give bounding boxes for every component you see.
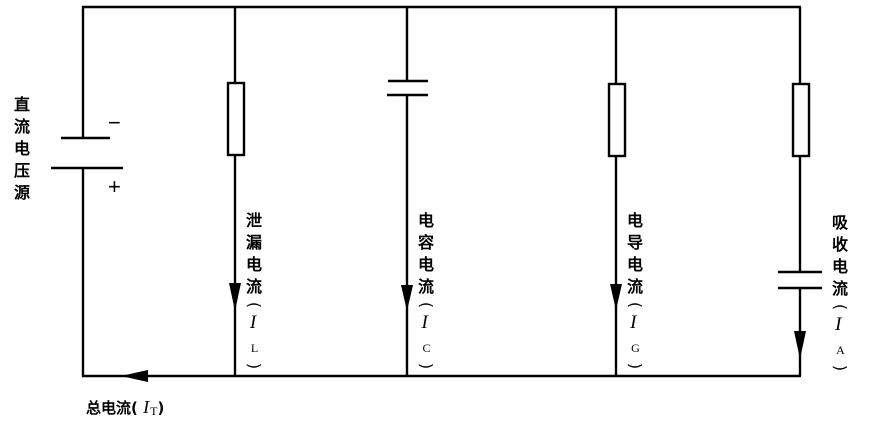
- symbol-letter: I: [421, 312, 428, 333]
- paren-open: (: [131, 399, 138, 417]
- label-char: 电: [832, 257, 849, 276]
- arrow-down-icon: [794, 331, 806, 359]
- paren-close: ): [245, 362, 264, 370]
- symbol-letter: I: [249, 312, 257, 333]
- resistor-absorption: [791, 82, 811, 158]
- paren-open: (: [831, 303, 850, 311]
- paren-close: ): [626, 362, 645, 370]
- arrow-down-icon: [229, 283, 241, 311]
- arrow-down-icon: [610, 284, 622, 310]
- paren-open: (: [245, 301, 264, 309]
- arrow-left-icon: [121, 370, 148, 382]
- label-char: 流: [627, 277, 644, 296]
- label-char: 电: [418, 255, 435, 274]
- label-char: 流: [246, 277, 263, 296]
- label-char: 电: [627, 211, 644, 230]
- label-char: 电: [418, 211, 435, 230]
- label-char: 吸: [832, 213, 849, 232]
- source-label-char: 压: [14, 161, 31, 180]
- label-char: 流: [418, 277, 435, 296]
- paren-close: ): [157, 399, 165, 417]
- source-label: 直 流 电 压 源: [14, 94, 30, 204]
- label-char: 泄: [246, 211, 263, 230]
- symbol-subscript: C: [422, 341, 431, 355]
- label-char: 收: [832, 235, 849, 254]
- paren-open: (: [417, 301, 436, 309]
- paren-close: ): [831, 364, 850, 372]
- label-char: 导: [627, 233, 644, 252]
- label-char: 电: [627, 255, 644, 274]
- positive-terminal-sign: +: [108, 174, 121, 199]
- negative-terminal-sign: −: [108, 110, 121, 135]
- label-char: 漏: [246, 233, 263, 252]
- resistor-leakage: [226, 81, 246, 157]
- resistor-conductive: [607, 82, 627, 158]
- total-label-text: 总电流: [86, 399, 132, 417]
- symbol-letter: I: [835, 314, 842, 335]
- total-current-label: 总电流( IT): [86, 396, 164, 422]
- arrow-down-icon: [401, 285, 413, 311]
- paren-open: (: [626, 301, 645, 309]
- source-label-char: 直: [14, 95, 31, 114]
- paren-close: ): [417, 362, 436, 370]
- symbol-subscript: L: [250, 341, 259, 355]
- label-char: 电: [246, 255, 263, 274]
- symbol-letter: I: [630, 312, 637, 333]
- symbol-subscript: T: [150, 404, 158, 418]
- source-label-char: 源: [14, 183, 31, 202]
- source-label-char: 电: [14, 139, 31, 158]
- symbol-letter: I: [143, 397, 150, 417]
- label-char: 容: [418, 233, 435, 252]
- label-char: 流: [832, 279, 849, 298]
- symbol-subscript: A: [836, 343, 845, 357]
- source-label-char: 流: [14, 117, 31, 136]
- symbol-subscript: G: [631, 341, 640, 355]
- current-symbol: IT: [143, 397, 158, 418]
